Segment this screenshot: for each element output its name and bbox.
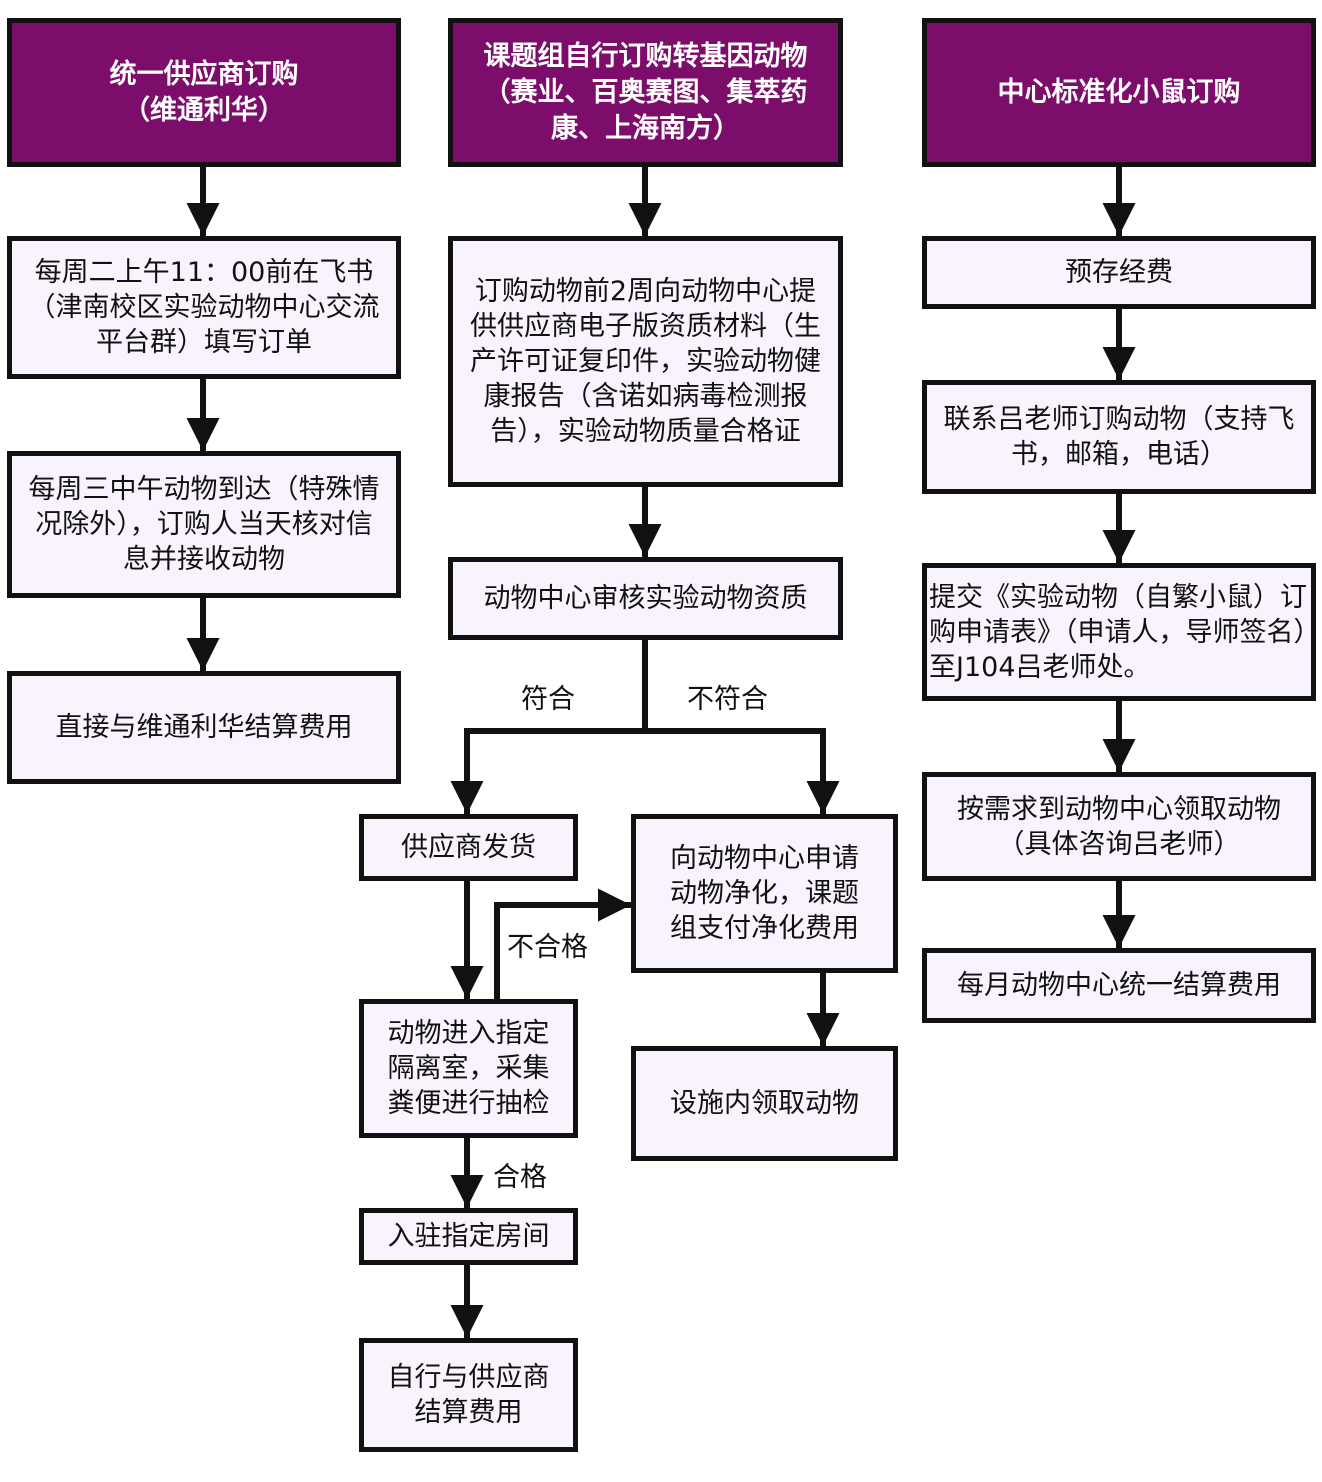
col1-step-submit-order: 每周二上午11：00前在飞书（津南校区实验动物中心交流平台群）填写订单 bbox=[7, 236, 401, 379]
arrow-quarantine-fail-to-purification bbox=[494, 888, 631, 999]
col3-header: 中心标准化小鼠订购 bbox=[922, 18, 1316, 167]
col2-step-submit-qualifications: 订购动物前2周向动物中心提供供应商电子版资质材料（生产许可证复印件，实验动物健康… bbox=[448, 236, 843, 487]
col3-step-prepay: 预存经费 bbox=[922, 236, 1316, 309]
col1-header: 统一供应商订购 （维通利华） bbox=[7, 18, 401, 167]
pass-step-supplier-ship: 供应商发货 bbox=[359, 814, 578, 881]
inspection-label-fail: 不合格 bbox=[507, 932, 588, 963]
arrow-review-to-supplier-ship bbox=[450, 639, 648, 814]
fail-step-pickup-in-facility: 设施内领取动物 bbox=[631, 1046, 898, 1161]
col3-step-collect-animals: 按需求到动物中心领取动物（具体咨询吕老师） bbox=[922, 772, 1316, 881]
col1-step-settlement: 直接与维通利华结算费用 bbox=[7, 671, 401, 784]
col3-step-contact-teacher: 联系吕老师订购动物（支持飞书，邮箱，电话） bbox=[922, 380, 1316, 494]
pass-step-assign-room: 入驻指定房间 bbox=[359, 1208, 578, 1265]
inspection-label-pass: 合格 bbox=[493, 1162, 547, 1193]
arrow-review-to-purification bbox=[645, 728, 840, 814]
branch-label-pass: 符合 bbox=[521, 684, 575, 715]
pass-step-settle-with-supplier: 自行与供应商结算费用 bbox=[359, 1338, 578, 1452]
col2-step-review-qualifications: 动物中心审核实验动物资质 bbox=[448, 557, 843, 640]
fail-step-purification: 向动物中心申请动物净化，课题组支付净化费用 bbox=[631, 814, 898, 973]
pass-step-quarantine: 动物进入指定隔离室，采集粪便进行抽检 bbox=[359, 999, 578, 1138]
branch-label-fail: 不符合 bbox=[687, 684, 768, 715]
col3-step-monthly-settlement: 每月动物中心统一结算费用 bbox=[922, 948, 1316, 1023]
col2-header: 课题组自行订购转基因动物（赛业、百奥赛图、集萃药康、上海南方） bbox=[448, 18, 843, 167]
col3-step-submit-application: 提交《实验动物（自繁小鼠）订购申请表》（申请人，导师签名）至J104吕老师处。 bbox=[922, 563, 1316, 701]
col1-step-animal-arrival: 每周三中午动物到达（特殊情况除外），订购人当天核对信息并接收动物 bbox=[7, 451, 401, 598]
